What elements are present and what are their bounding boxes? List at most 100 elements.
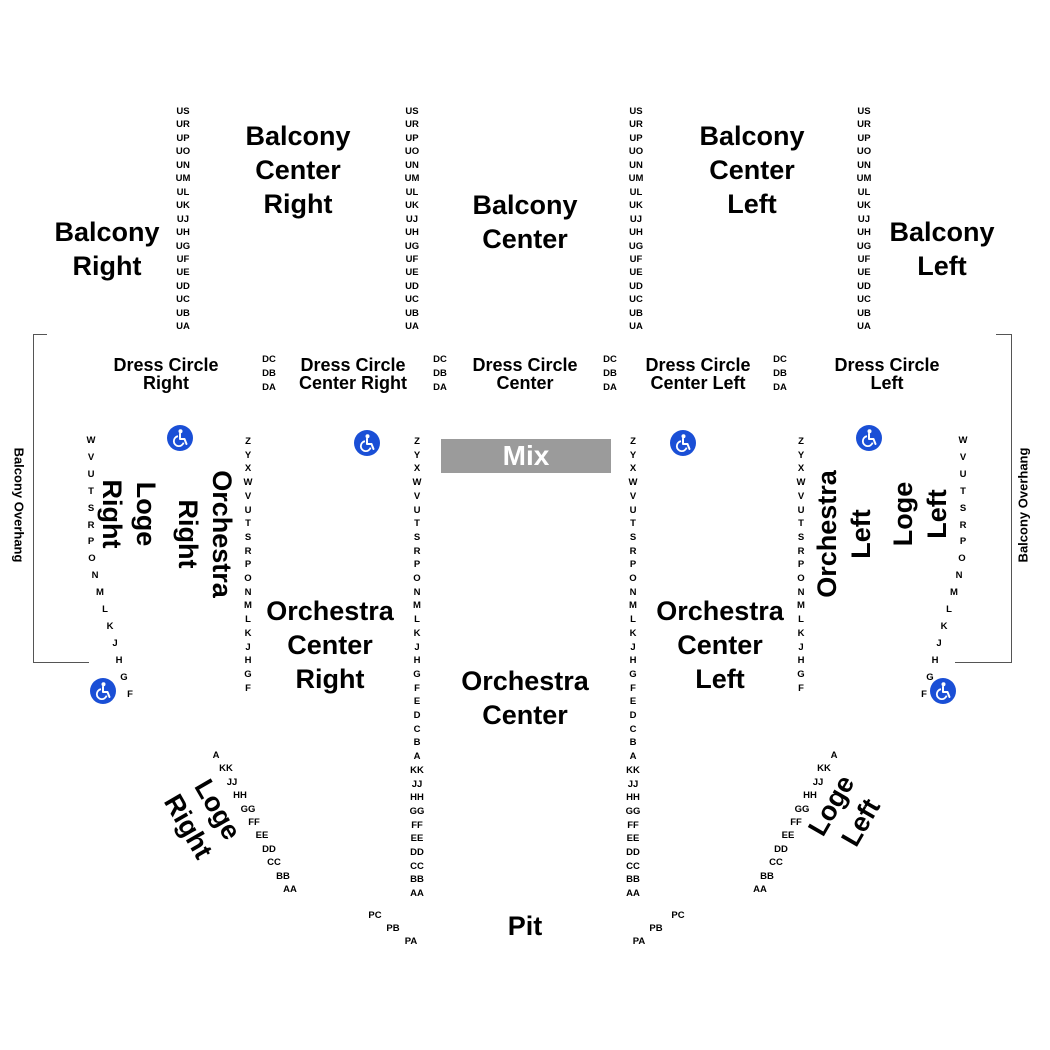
balcony-overhang-label-left: Balcony Overhang [11, 447, 27, 563]
row-label-balcony: UR [629, 119, 643, 131]
row-label-orchestra: G [244, 668, 252, 680]
row-label-balcony: UD [629, 280, 643, 292]
row-label-balcony: UN [405, 159, 419, 171]
row-label-balcony: UO [856, 146, 872, 158]
row-label-orchestra-center: F [630, 682, 636, 694]
row-label-orchestra-center: B [413, 737, 421, 749]
row-label-balcony: UC [405, 294, 419, 306]
row-label-orchestra-center: X [629, 463, 637, 475]
row-label-loge-left: N [955, 570, 963, 582]
wheelchair-icon [930, 678, 956, 704]
row-label-balcony: UF [176, 253, 190, 265]
mix-position: Mix [441, 439, 611, 473]
row-label-orchestra-center: C [629, 723, 637, 735]
row-label-orchestra-center: O [413, 573, 421, 584]
row-label-orchestra-center: HH [626, 792, 640, 804]
row-label-balcony: UJ [857, 213, 871, 225]
row-label-loge-left-lower: FF [790, 817, 802, 828]
row-label-loge-right-lower: GG [240, 803, 256, 815]
row-label-orchestra: P [797, 559, 805, 571]
row-label-loge-right-lower: A [212, 750, 220, 761]
row-label-loge-right: V [87, 451, 95, 463]
row-label-loge-left: G [926, 671, 934, 683]
row-label-balcony: UO [628, 146, 644, 158]
row-label-dress-circle: DA [433, 382, 447, 393]
row-label-balcony: UM [404, 173, 420, 185]
row-label-loge-right: T [88, 485, 94, 497]
row-label-loge-left: S [959, 502, 967, 514]
row-label-orchestra-center: EE [410, 833, 424, 845]
row-label-loge-right: R [87, 519, 95, 531]
row-label-orchestra-center: M [629, 600, 637, 612]
row-label-loge-right-lower: JJ [226, 776, 238, 788]
row-label-orchestra: Z [798, 436, 804, 447]
row-label-orchestra-center: X [413, 463, 421, 475]
row-label-orchestra: H [797, 655, 805, 667]
row-label-orchestra-center: KK [410, 764, 424, 776]
overhang-bracket-left-top [33, 334, 47, 335]
row-label-loge-left: K [940, 620, 948, 632]
row-label-orchestra-center: R [413, 545, 421, 557]
row-label-orchestra: X [244, 463, 252, 475]
section-pit[interactable]: Pit [507, 911, 543, 941]
row-label-orchestra-center: L [630, 614, 636, 626]
row-label-balcony: UP [629, 132, 643, 144]
row-label-orchestra-center: Y [629, 449, 637, 461]
row-label-loge-left: O [958, 553, 966, 565]
row-label-orchestra-center: D [413, 710, 421, 721]
row-label-orchestra-center: KK [626, 764, 640, 776]
row-label-orchestra-center: DD [626, 847, 640, 858]
row-label-balcony: UG [404, 240, 420, 252]
row-label-orchestra: K [244, 627, 252, 639]
row-label-loge-left: F [921, 688, 927, 700]
row-label-balcony: US [176, 106, 190, 117]
row-label-orchestra: L [798, 614, 804, 626]
row-label-balcony: UN [857, 159, 871, 171]
row-label-balcony: UL [176, 186, 190, 198]
row-label-orchestra: U [797, 504, 805, 516]
row-label-balcony: UL [629, 186, 643, 198]
row-label-balcony: UN [629, 159, 643, 171]
row-label-loge-right-lower: EE [255, 830, 269, 842]
row-label-orchestra-center: BB [410, 874, 424, 886]
row-label-orchestra-center: Y [413, 449, 421, 461]
row-label-balcony: UE [176, 267, 190, 279]
row-label-orchestra: W [796, 477, 806, 489]
row-label-dress-circle: DA [773, 382, 787, 393]
row-label-orchestra: W [243, 477, 253, 489]
row-label-orchestra: V [797, 490, 805, 502]
row-label-balcony: UF [629, 253, 643, 265]
row-label-orchestra-center: HH [410, 792, 424, 804]
row-label-dress-circle: DB [603, 368, 617, 379]
row-label-orchestra-center: U [413, 504, 421, 516]
row-label-balcony: UB [176, 307, 190, 319]
row-label-balcony: UE [405, 267, 419, 279]
row-label-orchestra: T [798, 518, 804, 530]
row-label-orchestra-center: F [414, 682, 420, 694]
row-label-loge-left-lower: A [830, 750, 838, 761]
row-label-orchestra: G [797, 668, 805, 680]
row-label-balcony: UJ [629, 213, 643, 225]
row-label-orchestra-center: P [413, 559, 421, 571]
row-label-balcony: US [405, 106, 419, 117]
row-label-loge-left: T [960, 485, 966, 497]
row-label-loge-left-lower: BB [760, 870, 774, 882]
row-label-orchestra-center: K [413, 627, 421, 639]
